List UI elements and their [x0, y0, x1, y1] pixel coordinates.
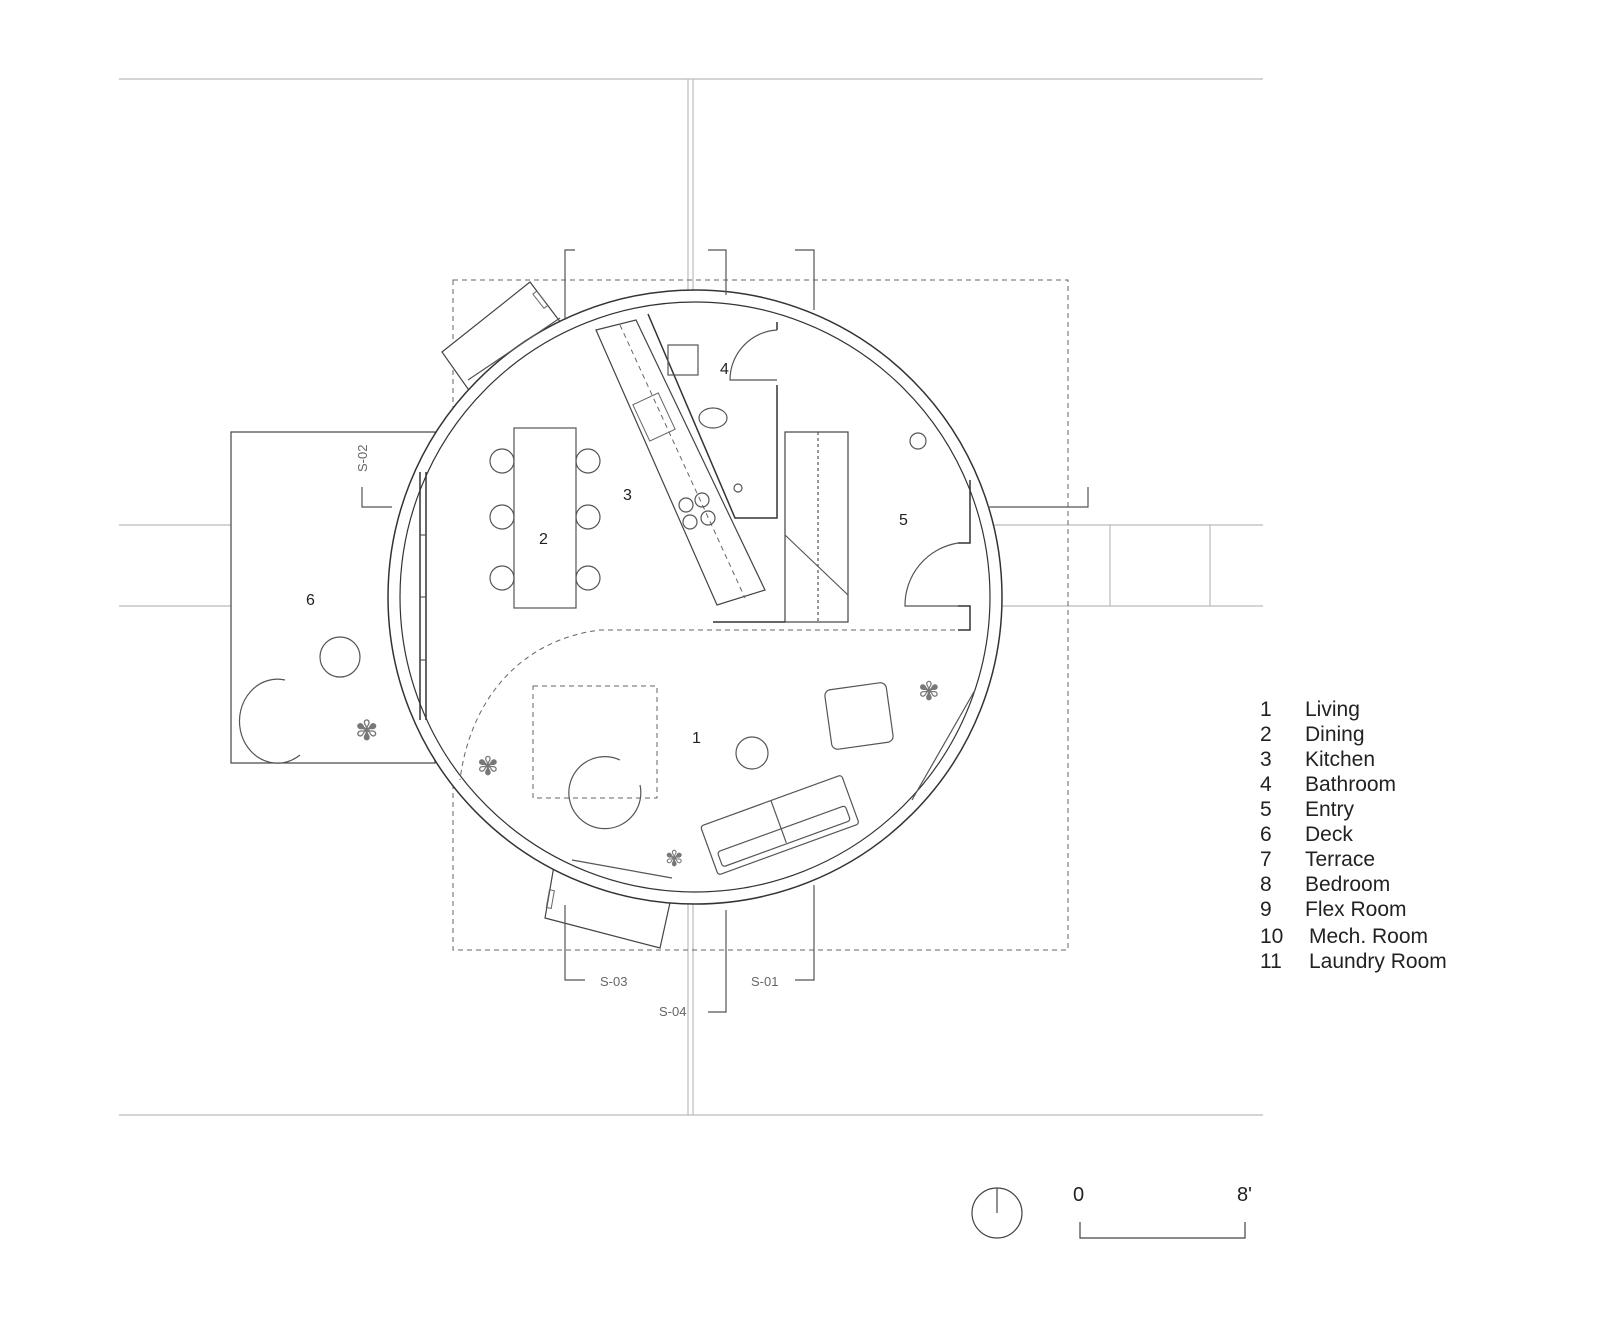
room-number-dining: 2 [539, 531, 548, 548]
room-number-living: 1 [692, 730, 701, 747]
side-table [735, 736, 769, 770]
sliding-door-south [571, 859, 673, 879]
scale-end-label: 8' [1237, 1184, 1252, 1206]
kitchen-counter [595, 319, 766, 606]
inner-wall [399, 301, 991, 893]
plant-icon: ✾ [918, 676, 940, 706]
deck-furniture: ✾ [238, 636, 378, 764]
armchair [568, 756, 642, 830]
scale-bar [1079, 1222, 1246, 1239]
room-number-bathroom: 4 [720, 361, 729, 378]
room-numbers: 1 2 3 4 5 6 [306, 361, 908, 747]
dining-table [489, 427, 601, 609]
sink-icon [733, 483, 743, 493]
shower-icon [667, 344, 699, 376]
section-label-s04: S-04 [659, 1004, 686, 1019]
living-zone-outline [459, 629, 955, 781]
staircase [713, 431, 849, 623]
deck-chair [238, 678, 301, 764]
plant-icon: ✾ [355, 715, 378, 746]
plant-icon: ✾ [477, 751, 499, 781]
scale-start-label: 0 [1073, 1184, 1085, 1206]
living-furniture: ✾ ✾ ✾ [477, 676, 940, 875]
section-label-s03: S-03 [600, 974, 627, 989]
floor-drain-icon [909, 432, 927, 450]
section-label-s01: S-01 [751, 974, 778, 989]
ottoman [824, 682, 894, 750]
sliding-door-east [911, 689, 976, 801]
plant-icon: ✾ [665, 846, 683, 871]
entry-door [904, 542, 959, 607]
section-label-s02: S-02 [355, 445, 370, 472]
room-number-kitchen: 3 [623, 487, 632, 504]
room-number-deck: 6 [306, 592, 315, 609]
area-rug [532, 685, 658, 799]
bathroom-walls [647, 313, 778, 519]
outer-wall [387, 289, 1003, 905]
sliding-door-north [467, 317, 561, 381]
west-window-wall [419, 472, 427, 720]
bathroom-door [729, 329, 778, 381]
entry-walls [904, 432, 971, 631]
room-number-entry: 5 [899, 512, 908, 529]
toilet-icon [698, 407, 728, 429]
section-markers: S-03 S-01 S-04 S-02 [355, 249, 1089, 1019]
sofa [700, 775, 859, 875]
deck-table [319, 636, 361, 678]
north-arrow-icon [971, 1187, 1023, 1239]
